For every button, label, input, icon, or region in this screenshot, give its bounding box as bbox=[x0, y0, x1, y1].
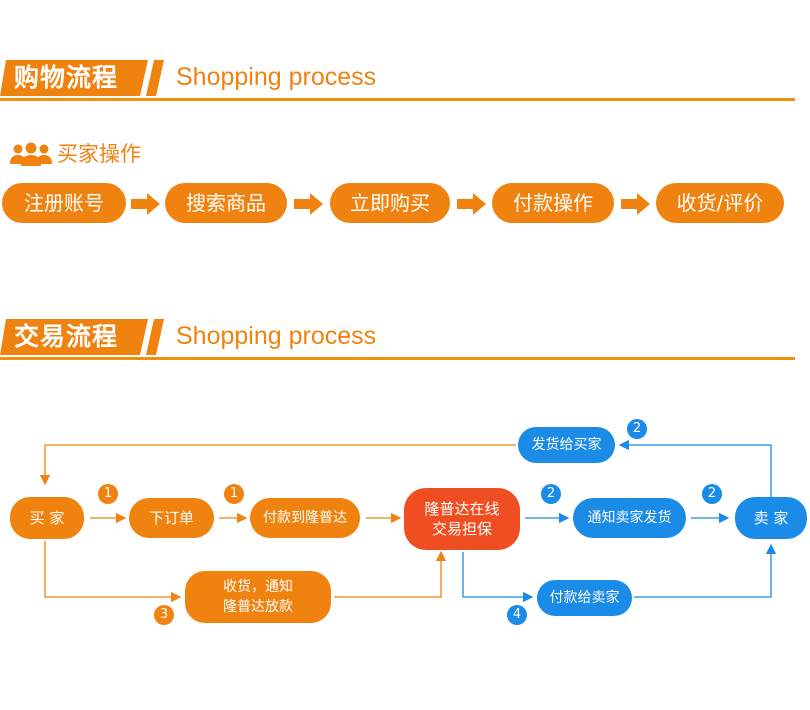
section-title-cn: 交易流程 bbox=[14, 322, 119, 351]
receive-line-1: 收货，通知 bbox=[223, 579, 293, 595]
node-pay-to-seller: 付款给卖家 bbox=[537, 580, 632, 616]
right-arrow-icon bbox=[457, 193, 486, 215]
section-divider bbox=[0, 98, 795, 101]
node-buyer: 买 家 bbox=[10, 497, 84, 539]
step-receive-review: 收货/评价 bbox=[656, 183, 784, 223]
step-register: 注册账号 bbox=[2, 183, 126, 223]
users-icon bbox=[10, 142, 52, 166]
node-notify-seller: 通知卖家发货 bbox=[573, 498, 686, 538]
section-title-en: Shopping process bbox=[176, 63, 377, 91]
step-payment: 付款操作 bbox=[492, 183, 614, 223]
step-number-badge: 2 bbox=[541, 484, 561, 504]
step-number-badge: 2 bbox=[627, 419, 647, 439]
step-number-badge: 1 bbox=[98, 484, 118, 504]
step-search: 搜索商品 bbox=[165, 183, 287, 223]
right-arrow-icon bbox=[294, 193, 323, 215]
node-place-order: 下订单 bbox=[129, 498, 214, 538]
node-receive-release: 收货，通知 隆普达放款 bbox=[185, 571, 331, 623]
escrow-line-1: 隆普达在线 bbox=[424, 500, 500, 518]
section-divider bbox=[0, 357, 795, 360]
step-number-badge: 1 bbox=[224, 484, 244, 504]
node-escrow: 隆普达在线 交易担保 bbox=[404, 488, 520, 550]
section-title-en: Shopping process bbox=[176, 322, 377, 350]
step-number-badge: 4 bbox=[507, 605, 527, 625]
step-number-badge: 3 bbox=[154, 605, 174, 625]
right-arrow-icon bbox=[621, 193, 650, 215]
step-buy-now: 立即购买 bbox=[330, 183, 450, 223]
escrow-line-2: 交易担保 bbox=[431, 520, 492, 538]
receive-line-2: 隆普达放款 bbox=[223, 599, 293, 615]
badge-shape-icon bbox=[0, 319, 164, 355]
badge-shape-icon bbox=[0, 60, 164, 96]
node-pay-to-platform: 付款到隆普达 bbox=[250, 498, 360, 538]
node-ship-to-buyer: 发货给买家 bbox=[518, 427, 615, 463]
right-arrow-icon bbox=[131, 193, 160, 215]
step-number-badge: 2 bbox=[702, 484, 722, 504]
section-badge: 购物流程 bbox=[0, 60, 170, 96]
section-title-cn: 购物流程 bbox=[14, 63, 119, 92]
section-badge: 交易流程 bbox=[0, 319, 170, 355]
node-seller: 卖 家 bbox=[735, 497, 807, 539]
